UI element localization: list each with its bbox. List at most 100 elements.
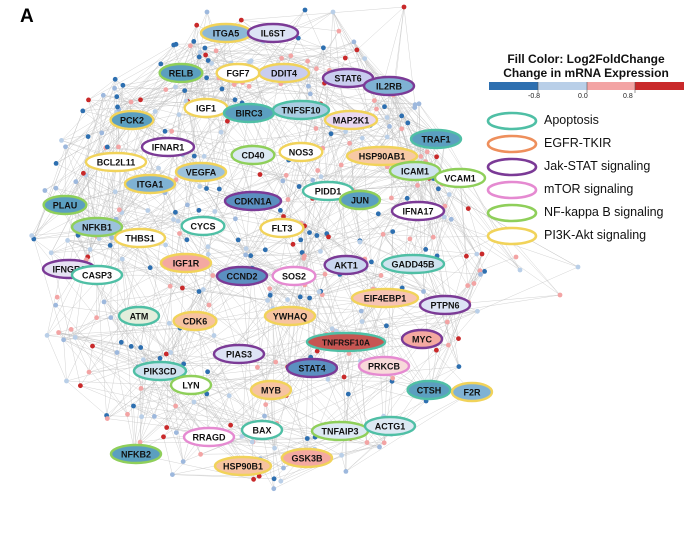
gene-node-label: IL6ST [261,28,286,38]
gene-node-label: MAP2K1 [333,115,370,125]
gene-node-label: HSP90B1 [223,461,263,471]
network-node-dot [233,216,238,222]
network-node-dot [86,97,91,103]
network-node-dot [185,202,190,208]
gene-node-ellipse [323,254,369,276]
network-node-dot [56,330,61,335]
gene-node-ellipse [259,217,305,239]
network-node-dot [138,345,144,350]
gene-node-label: BIRC3 [235,108,262,118]
gene-node-ellipse [159,252,213,274]
network-node-dot [301,255,307,261]
legend-label-apoptosis: Apoptosis [544,113,599,127]
network-node-dot [61,337,66,343]
network-node-dot [257,172,263,177]
network-node-dot [59,138,64,143]
network-node-dot [198,451,204,457]
network-node-dot [104,144,110,150]
network-node-dot [44,333,50,338]
gene-node-label: GSK3B [291,453,323,463]
network-node-dot [238,17,244,23]
gene-node-ellipse [246,22,300,44]
network-node-dot [171,217,176,222]
network-node-dot [157,355,163,361]
network-node-dot [471,281,477,286]
network-node-dot [218,129,224,135]
gene-node-ellipse [212,343,266,365]
gene-node-nfkb1: NFKB1 [70,216,124,238]
gene-node-ellipse [230,144,276,166]
network-node-dot [381,440,387,446]
gene-node-ellipse [174,161,228,183]
gene-node-ellipse [113,227,167,249]
network-node-dot [125,411,130,417]
network-node-dot [267,292,273,298]
network-node-dot [285,197,291,202]
network-node-dot [68,327,74,332]
network-node-dot [456,364,462,369]
network-node-dot [116,207,122,213]
legend-title: Fill Color: Log2FoldChange Change in mRN… [486,52,686,80]
network-node-dot [131,403,136,409]
network-node-dot [80,108,86,114]
network-node-dot [263,402,269,407]
network-node-dot [389,195,394,201]
network-node-dot [314,233,320,238]
network-node-dot [271,476,277,482]
gene-node-label: CTSH [417,385,442,395]
network-node-dot [156,165,161,171]
network-node-dot [404,195,410,201]
network-node-dot [307,230,312,236]
gene-node-ellipse [338,189,382,211]
network-node-dot [169,128,175,134]
gene-node-actg1: ACTG1 [363,415,417,437]
gene-node-ellipse [223,190,283,212]
network-node-dot [173,209,178,215]
network-node-dot [343,129,348,135]
network-node-dot [163,87,169,92]
gene-node-label: RRAGD [193,432,226,442]
gene-node-rragd: RRAGD [182,426,236,448]
gene-node-traf1: TRAF1 [409,128,463,150]
network-node-dot [304,436,310,441]
gene-node-ellipse [278,141,324,163]
network-node-dot [139,414,145,420]
gene-node-label: AKT1 [334,260,358,270]
network-node-dot [94,315,99,321]
gene-node-label: IGF1R [173,258,200,268]
network-node-dot [219,86,225,92]
network-node-dot [204,391,210,397]
gene-node-ellipse [140,136,196,158]
gene-node-tnfrsf10a: TNFRSF10A [305,331,387,353]
legend-color-scale [489,82,684,93]
panel-label: A [20,6,34,27]
network-node-dot [90,343,95,349]
network-node-dot [326,234,331,240]
network-node-dot [182,88,188,93]
network-node-dot [401,4,407,10]
network-node-dot [166,320,172,326]
gene-node-label: VCAM1 [444,173,476,183]
gene-node-ellipse [433,167,487,189]
gene-node-label: IFNGR1 [52,264,85,274]
network-node-dot [231,82,237,87]
gene-node-label: PIAS3 [226,349,252,359]
network-node-dot [465,283,471,288]
gene-node-label: CCND2 [226,271,257,281]
gene-node-ywhaq: YWHAQ [263,305,317,327]
gene-node-ellipse [70,216,124,238]
gene-node-label: BCL2L11 [97,157,136,167]
gene-node-igf1r: IGF1R [159,252,213,274]
gene-node-ellipse [345,145,419,167]
gene-node-ddit4: DDIT4 [257,62,311,84]
network-node-dot [377,444,382,450]
network-node-dot [390,375,396,381]
network-node-dot [465,206,471,212]
network-node-dot [228,422,234,428]
network-node-dot [119,256,125,262]
network-node-dot [407,236,413,242]
gene-node-myb: MYB [249,379,293,401]
gene-node-casp3: CASP3 [70,264,124,286]
network-node-dot [147,265,153,271]
network-node-dot [310,177,316,183]
